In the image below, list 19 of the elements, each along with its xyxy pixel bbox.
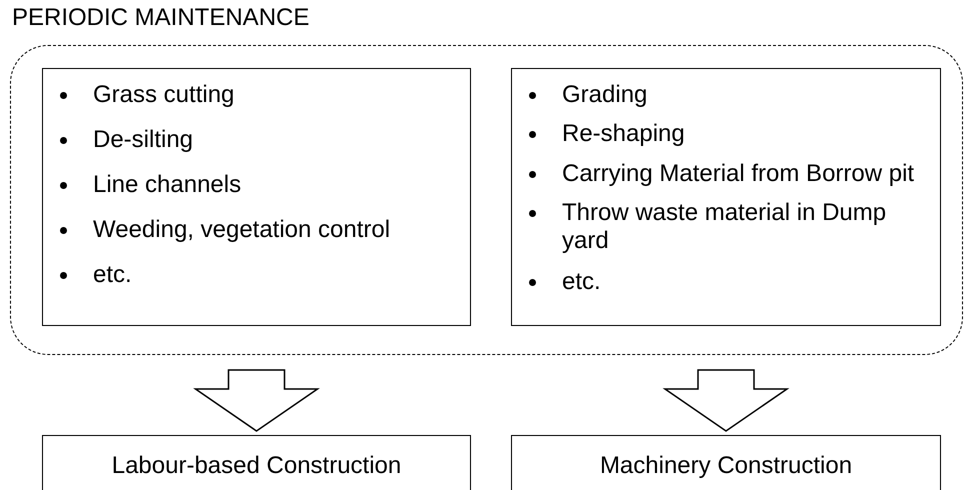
box-label: Labour-based Construction [110, 452, 402, 480]
block-arrow [193, 369, 320, 432]
list-item-text: Grass cutting [93, 81, 236, 109]
list-item-text: Throw waste material in Dump yard [562, 199, 888, 255]
list-item-text: Grading [562, 81, 648, 109]
process-box [42, 435, 471, 490]
group-heading: PERIODIC MAINTENANCE [12, 6, 310, 30]
list-box [42, 68, 471, 326]
list-box [511, 68, 941, 326]
list-item-text: Line channels [93, 171, 242, 199]
list-item-text: etc. [562, 268, 602, 296]
list-item-text: Carrying Material from Borrow pit [562, 160, 916, 188]
box-label: Machinery Construction [598, 452, 854, 480]
list-item-text: De-silting [93, 126, 194, 154]
list-item-text: Weeding, vegetation control [93, 216, 392, 244]
block-arrow [662, 369, 790, 432]
process-box [511, 435, 941, 490]
list-item-text: etc. [93, 261, 133, 289]
list-item-text: Re-shaping [562, 120, 686, 148]
